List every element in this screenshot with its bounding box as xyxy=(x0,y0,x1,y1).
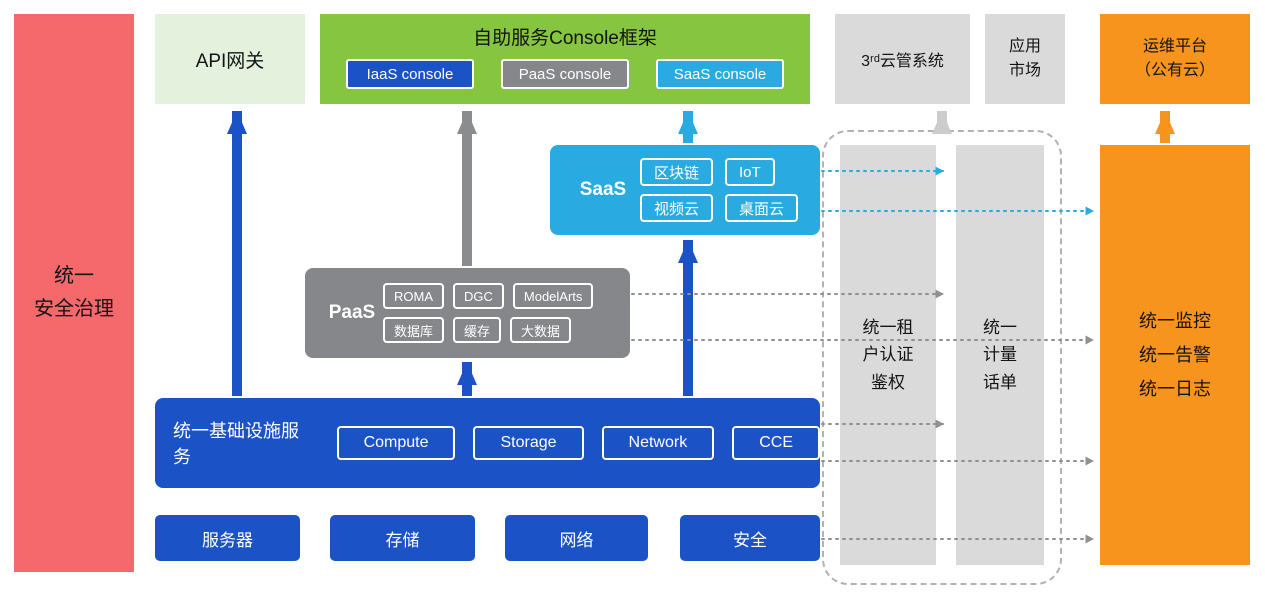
console-frame-box: 自助服务Console框架 IaaS console PaaS console … xyxy=(320,14,810,104)
infrastructure-chip-row: Compute Storage Network CCE xyxy=(336,426,820,460)
paas-layer-box: PaaS ROMA DGC ModelArts 数据库 缓存 大数据 xyxy=(305,268,630,358)
console-frame-title: 自助服务Console框架 xyxy=(473,28,657,49)
third-party-cloud-mgmt-box: 3ʳᵈ云管系统 xyxy=(835,14,970,104)
app-market-box: 应用 市场 xyxy=(985,14,1065,104)
hardware-storage-box: 存储 xyxy=(330,515,475,561)
saas-item-desktop-cloud: 桌面云 xyxy=(725,194,799,222)
monitor-alarm-log-bar: 统一监控 统一告警 统一日志 xyxy=(1100,145,1250,565)
tenant-auth-bar: 统一租 户认证 鉴权 xyxy=(840,145,936,565)
saas-console-chip: SaaS console xyxy=(656,59,784,89)
paas-item-cache: 缓存 xyxy=(453,317,502,343)
paas-item-dgc: DGC xyxy=(453,283,504,309)
infrastructure-layer-box: 统一基础设施服务 Compute Storage Network CCE xyxy=(155,398,820,488)
hardware-network-box: 网络 xyxy=(505,515,648,561)
api-gateway-box: API网关 xyxy=(155,14,305,104)
infra-item-compute: Compute xyxy=(336,426,456,460)
iaas-console-chip: IaaS console xyxy=(346,59,474,89)
ops-platform-box: 运维平台 （公有云） xyxy=(1100,14,1250,104)
paas-item-database: 数据库 xyxy=(383,317,445,343)
infra-item-network: Network xyxy=(601,426,715,460)
console-chip-row: IaaS console PaaS console SaaS console xyxy=(346,59,784,89)
saas-item-video-cloud: 视频云 xyxy=(640,194,714,222)
hardware-server-box: 服务器 xyxy=(155,515,300,561)
metering-billing-bar: 统一 计量 话单 xyxy=(956,145,1044,565)
saas-chip-grid: 区块链 IoT 视频云 桌面云 xyxy=(640,158,799,222)
infra-item-cce: CCE xyxy=(732,426,820,460)
paas-item-bigdata: 大数据 xyxy=(510,317,572,343)
paas-item-modelarts: ModelArts xyxy=(512,283,594,309)
infra-item-storage: Storage xyxy=(473,426,584,460)
saas-item-blockchain: 区块链 xyxy=(640,158,714,186)
paas-layer-label: PaaS xyxy=(328,302,376,323)
paas-chip-grid: ROMA DGC ModelArts 数据库 缓存 大数据 xyxy=(383,283,594,343)
security-governance-bar: 统一 安全治理 xyxy=(14,14,134,572)
saas-layer-box: SaaS 区块链 IoT 视频云 桌面云 xyxy=(550,145,820,235)
hardware-security-box: 安全 xyxy=(680,515,820,561)
saas-layer-label: SaaS xyxy=(579,179,627,200)
infrastructure-label: 统一基础设施服务 xyxy=(173,421,299,467)
paas-item-roma: ROMA xyxy=(383,283,444,309)
paas-console-chip: PaaS console xyxy=(501,59,629,89)
saas-item-iot: IoT xyxy=(725,158,775,186)
